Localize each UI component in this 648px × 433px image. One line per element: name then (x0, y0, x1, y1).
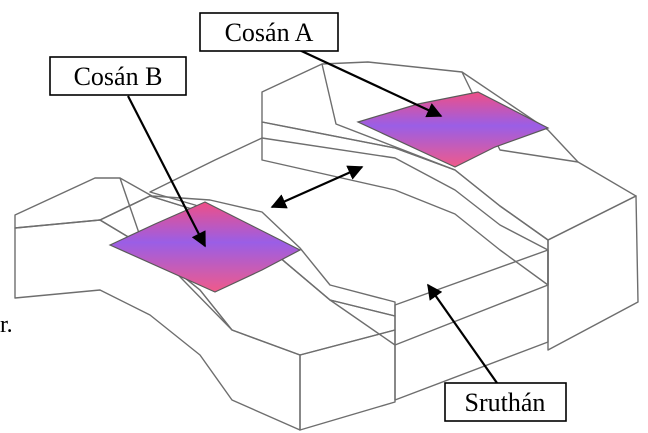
label-channel: Sruthán (444, 382, 567, 422)
label-electrode-b-text: Cosán B (74, 62, 163, 91)
flow-double-arrow (270, 165, 364, 209)
electrode-pad-a (356, 91, 550, 168)
pointer-channel (427, 283, 498, 384)
label-electrode-a: Cosán A (199, 12, 339, 52)
pointer-electrode-b (127, 95, 206, 248)
electrode-pad-b (108, 201, 302, 293)
right-block-slope-face (261, 121, 549, 286)
left-block-right-face (299, 329, 396, 431)
right-block-front-face (547, 195, 639, 351)
label-channel-text: Sruthán (465, 388, 546, 417)
pointer-electrode-a (294, 47, 443, 118)
right-block-ridge-line (321, 63, 456, 171)
text-fragment: r. (0, 312, 13, 338)
label-electrode-a-text: Cosán A (225, 18, 314, 47)
label-electrode-b: Cosán B (49, 56, 187, 96)
channel-front-face (394, 249, 549, 401)
